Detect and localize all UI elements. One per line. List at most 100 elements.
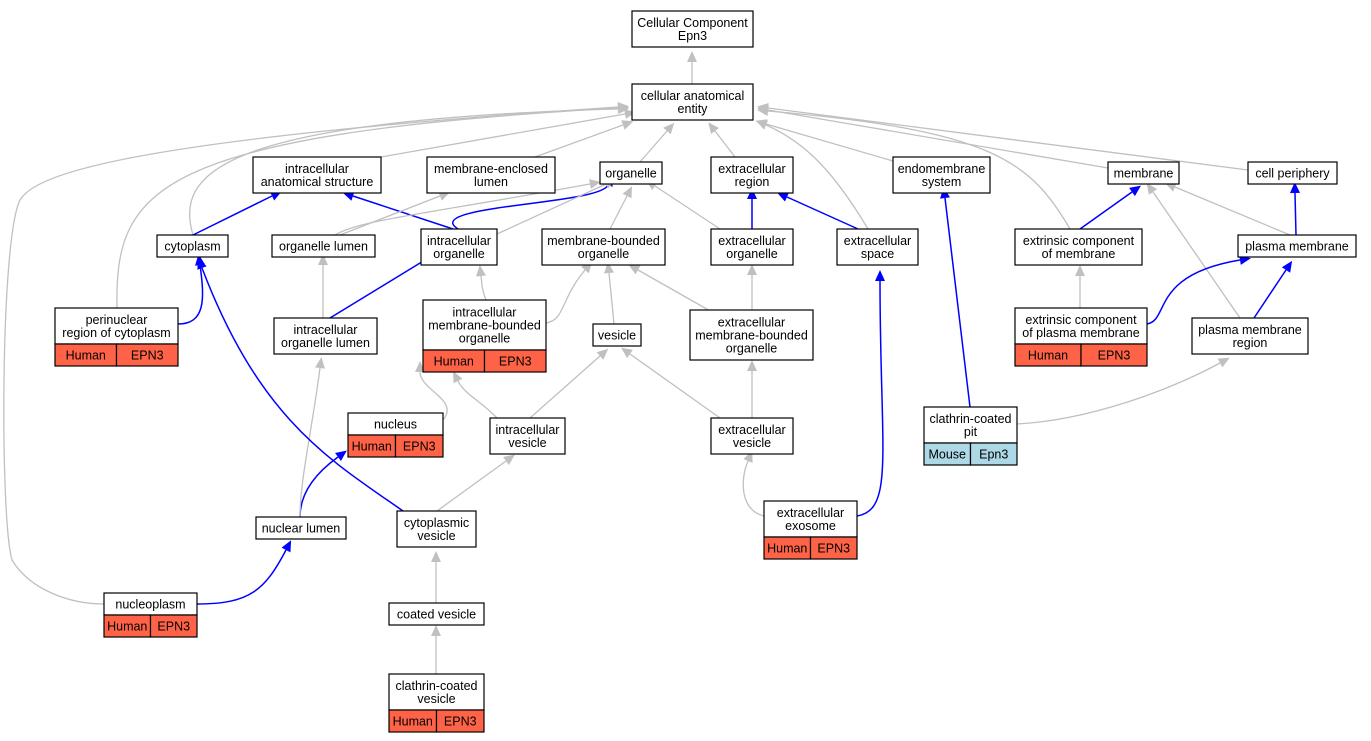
- term-box: [892, 156, 991, 194]
- term-box: [255, 516, 347, 540]
- annotation-gene: EPN3: [499, 355, 532, 369]
- term-box: [489, 417, 566, 455]
- edge-pm-to-cp: [1290, 182, 1300, 236]
- edge-embo-to-exo: [747, 264, 757, 310]
- term-node-org[interactable]: organelle: [599, 161, 663, 185]
- edge-exs-to-exr: [776, 192, 859, 230]
- annotation-species: Human: [352, 440, 392, 454]
- term-label: of membrane: [1042, 247, 1116, 261]
- edge-ivs-to-imbo: [453, 371, 498, 419]
- term-label: system: [922, 175, 962, 189]
- edge-ecpm-to-ecm: [1075, 265, 1085, 308]
- term-node-orgl[interactable]: organelle lumen: [271, 234, 376, 258]
- edge-cp-to-cae: [757, 103, 1249, 171]
- term-label: extracellular: [844, 234, 911, 248]
- term-box: [1191, 317, 1309, 355]
- edge-iol-to-orgl: [318, 254, 328, 318]
- edge-mel-to-cae: [534, 120, 634, 158]
- term-label: extrinsic component: [1025, 313, 1137, 327]
- annotation-gene: EPN3: [444, 715, 477, 729]
- term-box: [710, 156, 794, 194]
- edge-imbo-to-mbo: [545, 261, 593, 324]
- term-label: organelle: [726, 342, 777, 356]
- term-label: coated vesicle: [397, 608, 476, 622]
- term-box: [54, 307, 179, 345]
- term-node-cv[interactable]: coated vesicle: [388, 602, 485, 626]
- term-node-cp[interactable]: cell periphery: [1247, 161, 1338, 185]
- term-label: organelle: [726, 247, 777, 261]
- term-node-mem[interactable]: membrane: [1107, 161, 1180, 185]
- term-box: [592, 323, 642, 347]
- edge-iol-to-iorg: [329, 254, 435, 319]
- term-label: vesicle: [733, 436, 771, 450]
- edge-cae-to-root: [687, 51, 697, 84]
- edge-np-to-nl: [196, 540, 292, 605]
- term-box: [1014, 228, 1143, 266]
- edge-ems_ccp-to-ems: [940, 187, 971, 408]
- term-label: extracellular: [718, 423, 785, 437]
- edge-np-to-cae: [3, 102, 629, 605]
- annotation-gene-cell: [1080, 343, 1148, 367]
- edge-ccv-to-cv: [431, 625, 441, 674]
- annotation-species: Human: [1028, 349, 1068, 363]
- annotation-gene-cell: [149, 614, 198, 638]
- term-label: space: [861, 247, 894, 261]
- term-label: vesicle: [417, 529, 455, 543]
- term-box: [396, 510, 477, 548]
- annotation-gene: EPN3: [817, 542, 850, 556]
- term-label: organelle: [433, 247, 484, 261]
- edge-nl-to-iol: [299, 357, 325, 518]
- term-box: [923, 406, 1018, 444]
- term-box: [426, 156, 556, 194]
- edge-exv-to-embo: [747, 360, 757, 418]
- annotation-species: Human: [107, 620, 147, 634]
- term-box: [710, 417, 794, 455]
- annotation-gene-cell: [969, 442, 1018, 466]
- edge-ecm-to-cae: [757, 106, 1071, 230]
- term-node-cyt[interactable]: cytoplasm: [156, 234, 229, 258]
- edge-ecpm-to-pm: [1146, 255, 1251, 325]
- term-label: membrane-bounded: [428, 319, 541, 333]
- term-label: extracellular: [718, 316, 785, 330]
- term-label: lumen: [474, 175, 508, 189]
- term-node-nl[interactable]: nuclear lumen: [255, 516, 347, 540]
- edge-exsm-to-exv: [742, 450, 765, 517]
- edge-ems-to-cae: [755, 119, 894, 162]
- edge-pm-to-mem: [1164, 182, 1291, 236]
- term-label: extracellular: [777, 506, 844, 520]
- annotation-species: Mouse: [928, 448, 966, 462]
- term-node-imbo[interactable]: intracellularmembrane-boundedorganelleHu…: [422, 299, 547, 373]
- edge-ccp-to-pmr: [1016, 357, 1230, 425]
- edge-ivs-to-ves: [529, 348, 609, 419]
- term-label: organelle lumen: [279, 240, 368, 254]
- term-node-pm[interactable]: plasma membrane: [1237, 234, 1357, 258]
- term-box: [420, 228, 498, 266]
- annotation-species: Human: [66, 349, 106, 363]
- term-box: [763, 500, 858, 538]
- term-node-ves[interactable]: vesicle: [592, 323, 642, 347]
